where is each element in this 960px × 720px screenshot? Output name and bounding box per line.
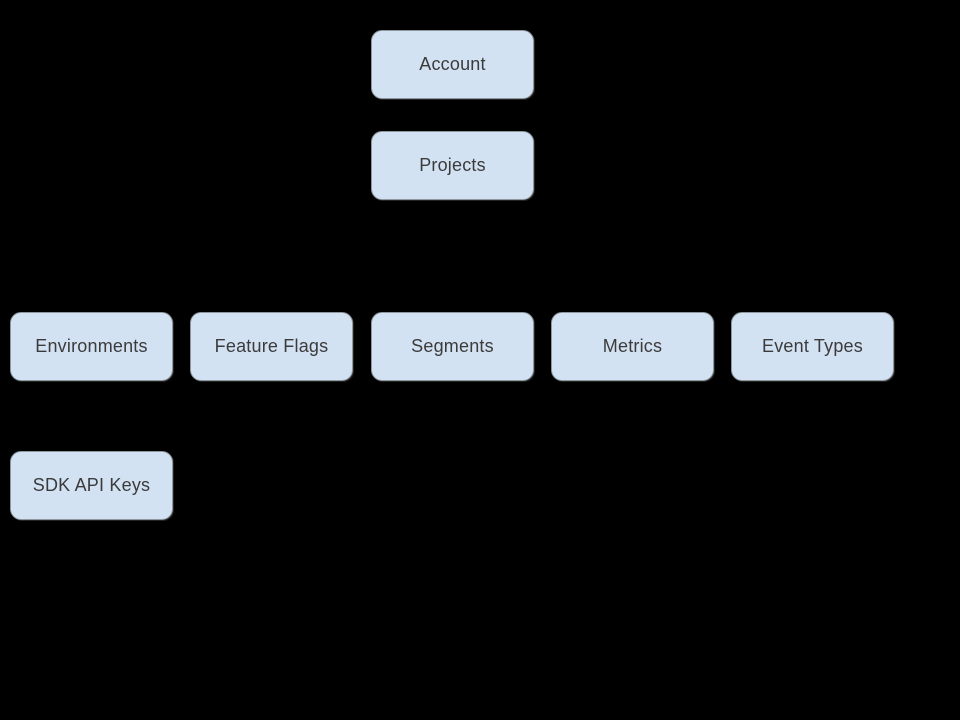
node-segments-label: Segments xyxy=(411,336,494,356)
node-environments: Environments xyxy=(10,312,173,381)
node-event-types: Event Types xyxy=(731,312,894,381)
node-metrics-label: Metrics xyxy=(602,336,663,356)
node-sdk-api-keys: SDK API Keys xyxy=(10,451,173,520)
node-metrics: Metrics xyxy=(551,312,714,381)
node-event-types-label: Event Types xyxy=(762,336,863,356)
node-projects: Projects xyxy=(371,131,534,200)
node-segments: Segments xyxy=(371,312,534,381)
node-feature-flags-label: Feature Flags xyxy=(214,336,329,356)
node-sdk-api-keys-label: SDK API Keys xyxy=(32,475,151,495)
node-account: Account xyxy=(371,30,534,99)
node-projects-label: Projects xyxy=(419,155,486,175)
node-account-label: Account xyxy=(419,54,486,74)
node-environments-label: Environments xyxy=(35,336,148,356)
node-feature-flags: Feature Flags xyxy=(190,312,353,381)
